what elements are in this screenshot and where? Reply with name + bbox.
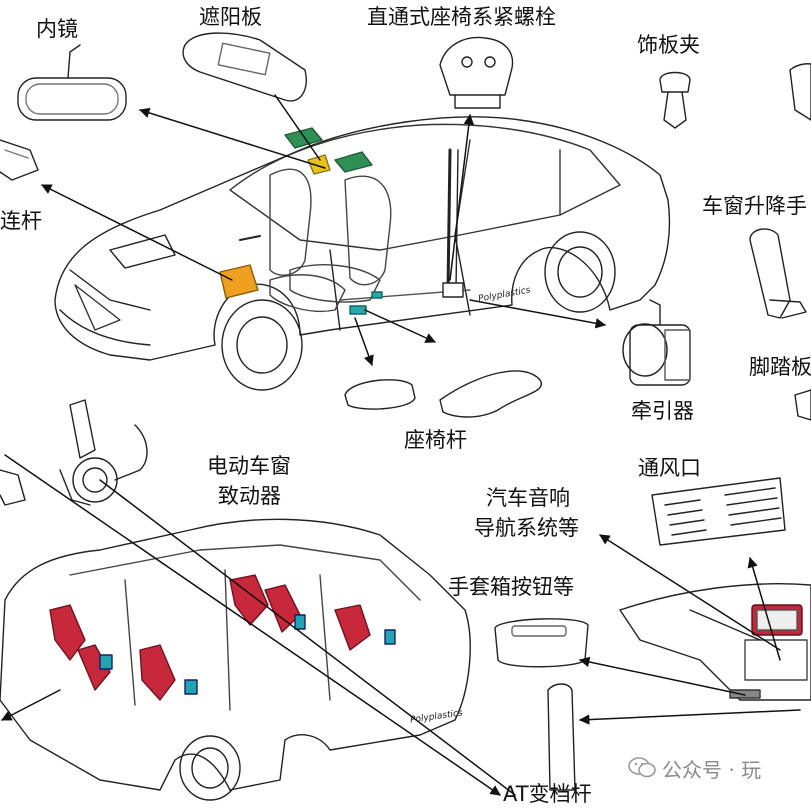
label-seatbelt-bolt: 直通式座椅系紧螺栓 bbox=[367, 5, 556, 29]
sun-visor-part bbox=[182, 32, 307, 102]
seatbelt-bolt-part bbox=[439, 36, 514, 109]
clip-part-right bbox=[789, 63, 811, 121]
label-power-window-2: 致动器 bbox=[218, 484, 281, 508]
label-trim-clip: 饰板夹 bbox=[637, 33, 700, 57]
mirror-part bbox=[17, 44, 127, 121]
label-audio-2: 导航系统等 bbox=[474, 516, 579, 540]
label-pedal: 脚踏板 bbox=[749, 355, 811, 379]
label-sun-visor: 遮阳板 bbox=[199, 5, 262, 29]
wechat-icon bbox=[628, 757, 656, 778]
dashboard-illustration bbox=[619, 583, 811, 701]
seat-lever-part-1 bbox=[344, 379, 416, 410]
label-audio-1: 汽车音响 bbox=[486, 486, 570, 510]
watermark-text: 公众号 · 玩 bbox=[662, 758, 762, 782]
label-power-window-1: 电动车窗 bbox=[207, 454, 291, 478]
label-seat-lever: 座椅杆 bbox=[404, 428, 467, 452]
seat-lever-part-2 bbox=[439, 370, 543, 418]
label-link-rod: 连杆 bbox=[0, 209, 42, 233]
bottom-callout-arrows bbox=[1, 454, 801, 796]
traction-part bbox=[622, 299, 691, 386]
bottom-car-illustration bbox=[0, 518, 471, 801]
glovebox-button-part bbox=[494, 618, 589, 668]
link-part bbox=[0, 139, 39, 181]
pedal-part bbox=[794, 389, 811, 421]
vent-part bbox=[651, 477, 786, 546]
top-car-illustration bbox=[54, 116, 671, 391]
label-window-lift: 车窗升降手 bbox=[702, 194, 807, 218]
trim-clip-part bbox=[659, 71, 691, 129]
label-traction: 牵引器 bbox=[631, 399, 694, 423]
label-at-lever: AT变档杆 bbox=[503, 782, 592, 806]
top-callout-arrows bbox=[41, 94, 607, 366]
label-vent: 通风口 bbox=[638, 456, 701, 480]
window-actuator-part bbox=[59, 399, 148, 506]
motor-part-left bbox=[0, 469, 26, 506]
label-glovebox: 手套箱按钮等 bbox=[448, 575, 574, 599]
at-lever-part bbox=[547, 683, 576, 791]
label-mirror: 内镜 bbox=[36, 17, 78, 41]
window-lift-part bbox=[749, 228, 807, 319]
